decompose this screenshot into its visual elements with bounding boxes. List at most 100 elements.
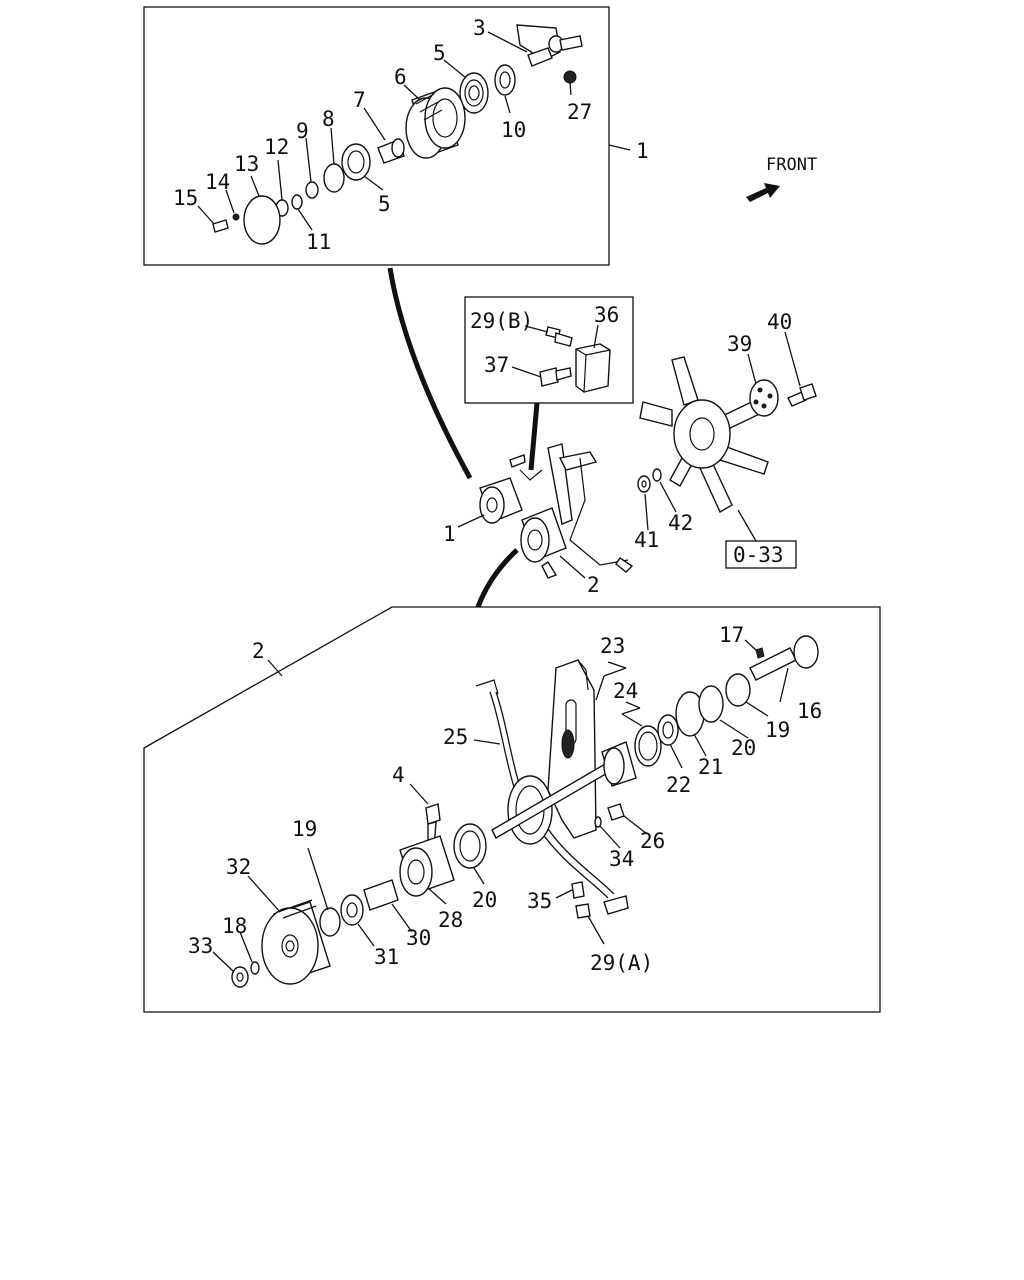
front-label: FRONT	[766, 155, 817, 175]
ref-code-label: 0-33	[733, 543, 784, 567]
cover-part-13	[243, 195, 281, 245]
connector-top-to-assembly-1	[387, 267, 473, 480]
label-part-13: 13	[234, 152, 259, 176]
hub-plate-part-39	[749, 379, 779, 417]
bearing-part-31	[340, 894, 364, 926]
fitting-part-29a	[575, 903, 591, 919]
label-assembly-1-top: 1	[636, 139, 649, 163]
housing-part-28	[399, 835, 455, 897]
label-part-39: 39	[727, 332, 752, 356]
label-part-24: 24	[613, 679, 638, 703]
washer-part-10	[494, 64, 516, 96]
label-assembly-2-bottom: 2	[252, 639, 265, 663]
connector-to-assembly-2	[475, 548, 519, 608]
seal-part-24	[634, 725, 662, 767]
spacer-part-7	[377, 138, 405, 164]
label-part-20b: 20	[472, 888, 497, 912]
label-part-34: 34	[609, 847, 634, 871]
bolt-part-15	[212, 219, 229, 233]
label-part-14: 14	[205, 170, 230, 194]
label-part-11: 11	[306, 230, 331, 254]
label-part-31: 31	[374, 945, 399, 969]
washer-part-9	[305, 181, 319, 199]
bearing-part-22	[657, 714, 679, 746]
bolt-part-17	[755, 647, 765, 659]
label-part-7: 7	[353, 88, 366, 112]
block-part-36	[575, 343, 611, 393]
assembly-2-mid	[520, 507, 634, 579]
fitting-part-29b	[545, 326, 573, 347]
bolt-part-27	[563, 70, 577, 84]
label-part-29b: 29(B)	[470, 309, 533, 333]
pulley-part-6	[405, 87, 466, 159]
bracket-part-23	[547, 659, 597, 839]
housing	[601, 741, 637, 787]
bracket-part-3	[516, 24, 583, 67]
washer-part-34	[594, 816, 602, 828]
bearing-part-5b	[341, 143, 371, 181]
upper-detail-box	[143, 6, 610, 266]
label-part-4: 4	[392, 763, 405, 787]
label-part-16: 16	[797, 699, 822, 723]
stay-part-25	[475, 679, 629, 915]
label-part-15: 15	[173, 186, 198, 210]
label-part-21: 21	[698, 755, 723, 779]
label-part-36: 36	[594, 303, 619, 327]
snap-ring-part-19a	[725, 673, 751, 707]
label-assembly-2-mid: 2	[587, 573, 600, 597]
label-part-10: 10	[501, 118, 526, 142]
nut-part-33	[231, 966, 249, 988]
label-part-8: 8	[322, 107, 335, 131]
ring-part-11	[291, 194, 303, 210]
ref-code-box	[725, 540, 797, 569]
bearing-part-5a	[459, 72, 489, 114]
label-part-40: 40	[767, 310, 792, 334]
fitting-part-35	[571, 881, 585, 899]
bracket-assembly-mid	[519, 443, 629, 566]
label-part-3: 3	[473, 16, 486, 40]
shaft-part-16	[749, 635, 819, 681]
label-part-18: 18	[222, 914, 247, 938]
label-part-32: 32	[226, 855, 251, 879]
label-part-23: 23	[600, 634, 625, 658]
label-part-6: 6	[394, 65, 407, 89]
fan-part	[639, 356, 770, 513]
label-part-9: 9	[296, 119, 309, 143]
label-part-25: 25	[443, 725, 468, 749]
small-detail-box	[464, 296, 634, 404]
front-arrow-icon	[746, 183, 780, 202]
label-part-30: 30	[406, 926, 431, 950]
label-part-28: 28	[438, 908, 463, 932]
label-part-29a: 29(A)	[590, 951, 653, 975]
label-part-22: 22	[666, 773, 691, 797]
label-part-26: 26	[640, 829, 665, 853]
washer-part-42	[652, 468, 662, 482]
pulley-part-32	[261, 899, 331, 985]
connector-small-box	[528, 402, 540, 471]
lower-detail-box	[143, 606, 881, 1013]
label-part-17: 17	[719, 623, 744, 647]
bolt-part-37	[539, 367, 572, 387]
bolt-part-40	[787, 383, 817, 407]
label-part-37: 37	[484, 353, 509, 377]
washer-part-18	[250, 961, 260, 975]
snap-ring-part-8	[323, 163, 345, 193]
gasket-part-20a	[698, 685, 724, 723]
label-part-5a: 5	[433, 41, 446, 65]
nut-part-41	[637, 475, 651, 493]
label-part-19a: 19	[765, 718, 790, 742]
bolt-part-26	[607, 803, 625, 821]
label-part-12: 12	[264, 135, 289, 159]
label-part-35: 35	[527, 889, 552, 913]
gasket-part-20b	[453, 823, 487, 869]
washer-part-14	[232, 213, 240, 221]
label-part-33: 33	[188, 934, 213, 958]
label-part-27: 27	[567, 100, 592, 124]
label-assembly-1-mid: 1	[443, 522, 456, 546]
snap-ring-part-19b	[319, 907, 341, 937]
assembly-1-mid	[479, 454, 526, 524]
label-part-41: 41	[634, 528, 659, 552]
label-part-5b: 5	[378, 192, 391, 216]
